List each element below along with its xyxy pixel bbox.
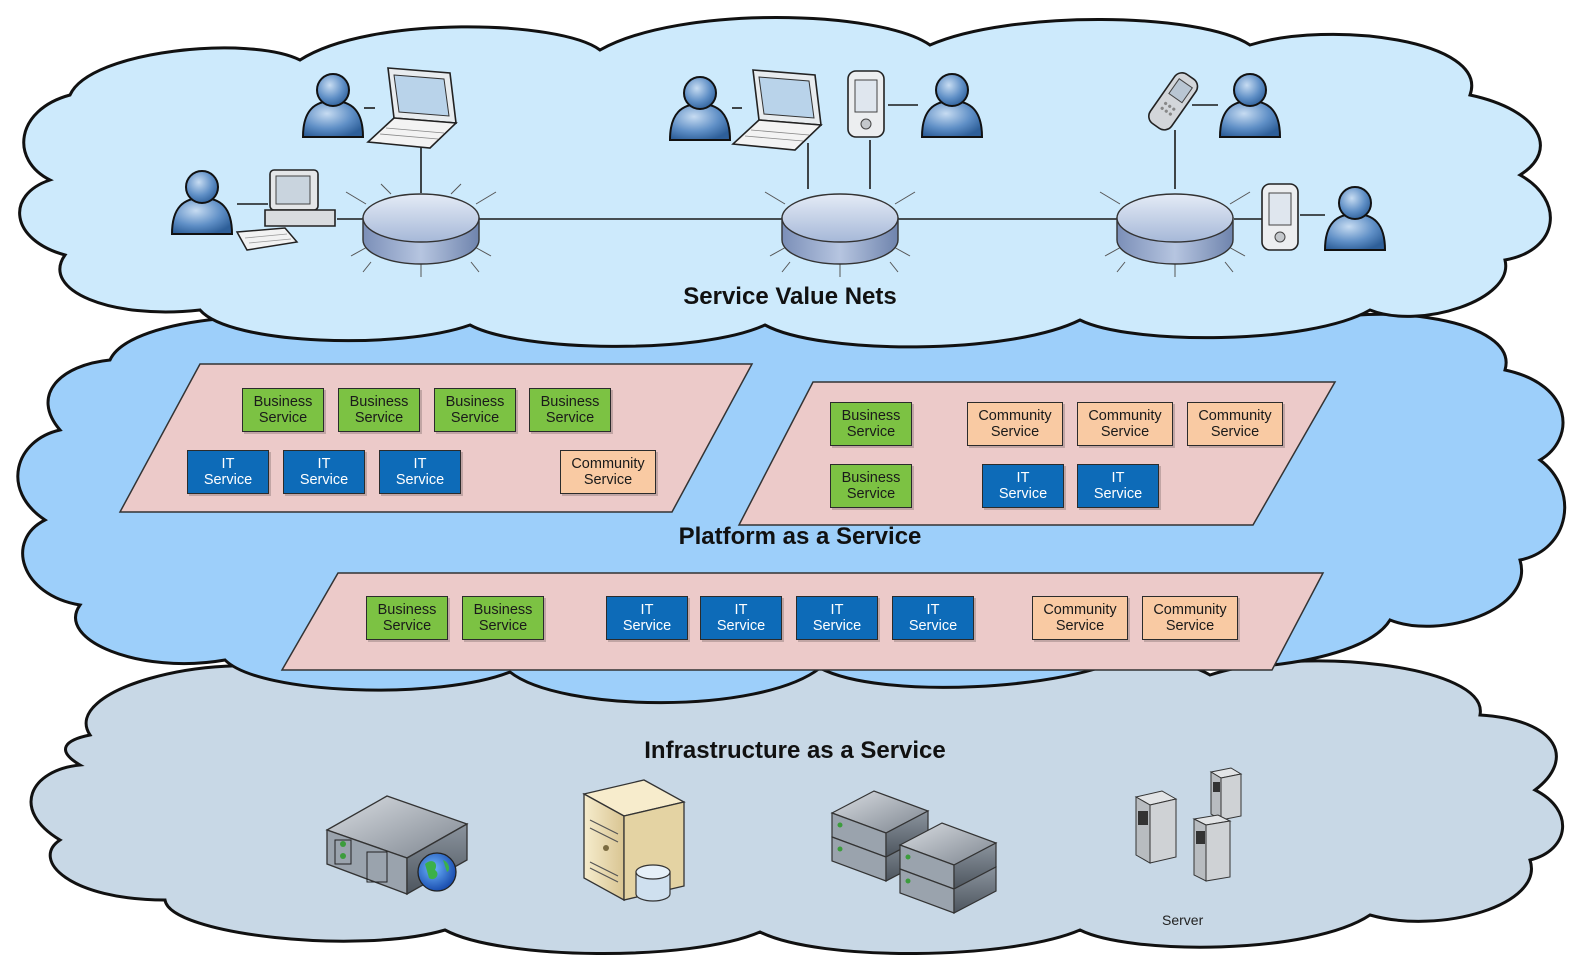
server-label: Server [1162, 912, 1204, 928]
service-label: Community Service [1198, 408, 1272, 440]
service-label: Community Service [1153, 602, 1227, 634]
service-label: Community Service [978, 408, 1052, 440]
business-service-box: Business Service [529, 388, 611, 432]
business-service-box: Business Service [366, 596, 448, 640]
user-icon [170, 170, 234, 235]
service-label: Business Service [841, 408, 901, 440]
user-icon [301, 73, 365, 138]
community-service-box: Community Service [560, 450, 656, 494]
pda-icon [847, 70, 885, 138]
network-links [237, 104, 1325, 220]
hub-icon [1099, 191, 1251, 277]
it-service-box: IT Service [982, 464, 1064, 508]
user-icon [1323, 186, 1387, 251]
hub-icon [764, 191, 916, 277]
service-label: IT Service [622, 602, 672, 634]
service-label: IT Service [1093, 470, 1143, 502]
service-label: Business Service [253, 394, 313, 426]
database-server-icon [582, 779, 686, 902]
business-service-box: Business Service [462, 596, 544, 640]
desktop-computer-icon [235, 169, 336, 251]
it-service-box: IT Service [700, 596, 782, 640]
infrastructure-as-a-service-title: Infrastructure as a Service [644, 737, 946, 764]
service-label: IT Service [998, 470, 1048, 502]
it-service-box: IT Service [187, 450, 269, 494]
service-label: Community Service [571, 456, 645, 488]
service-value-nets-title: Service Value Nets [683, 283, 897, 310]
it-service-box: IT Service [796, 596, 878, 640]
service-label: Business Service [841, 470, 901, 502]
service-label: Community Service [1088, 408, 1162, 440]
community-service-box: Community Service [1032, 596, 1128, 640]
service-label: Business Service [540, 394, 600, 426]
mobile-phone-icon [1148, 72, 1199, 131]
service-label: IT Service [716, 602, 766, 634]
user-icon [1218, 73, 1282, 138]
laptop-icon [366, 67, 458, 149]
service-label: IT Service [812, 602, 862, 634]
infrastructure-cloud [29, 640, 1564, 956]
web-server-icon [325, 795, 469, 896]
laptop-icon [731, 69, 823, 151]
it-service-box: IT Service [379, 450, 461, 494]
it-service-box: IT Service [892, 596, 974, 640]
service-label: IT Service [203, 456, 253, 488]
service-label: Community Service [1043, 602, 1117, 634]
user-icon [920, 73, 984, 138]
service-label: Business Service [349, 394, 409, 426]
platform-as-a-service-title: Platform as a Service [678, 523, 922, 550]
business-service-box: Business Service [830, 402, 912, 446]
community-service-box: Community Service [1077, 402, 1173, 446]
community-service-box: Community Service [1142, 596, 1238, 640]
pda-icon [1261, 183, 1299, 251]
business-service-box: Business Service [242, 388, 324, 432]
community-service-box: Community Service [967, 402, 1063, 446]
it-service-box: IT Service [283, 450, 365, 494]
business-service-box: Business Service [830, 464, 912, 508]
it-service-box: IT Service [606, 596, 688, 640]
it-service-box: IT Service [1077, 464, 1159, 508]
server-cluster-icon [1134, 767, 1243, 882]
service-label: Business Service [473, 602, 533, 634]
server-rack-icon [830, 790, 998, 914]
service-label: IT Service [395, 456, 445, 488]
service-label: Business Service [377, 602, 437, 634]
hub-icon [345, 183, 497, 277]
business-service-box: Business Service [434, 388, 516, 432]
community-service-box: Community Service [1187, 402, 1283, 446]
service-label: IT Service [908, 602, 958, 634]
service-label: IT Service [299, 456, 349, 488]
user-icon [668, 76, 732, 141]
business-service-box: Business Service [338, 388, 420, 432]
service-label: Business Service [445, 394, 505, 426]
